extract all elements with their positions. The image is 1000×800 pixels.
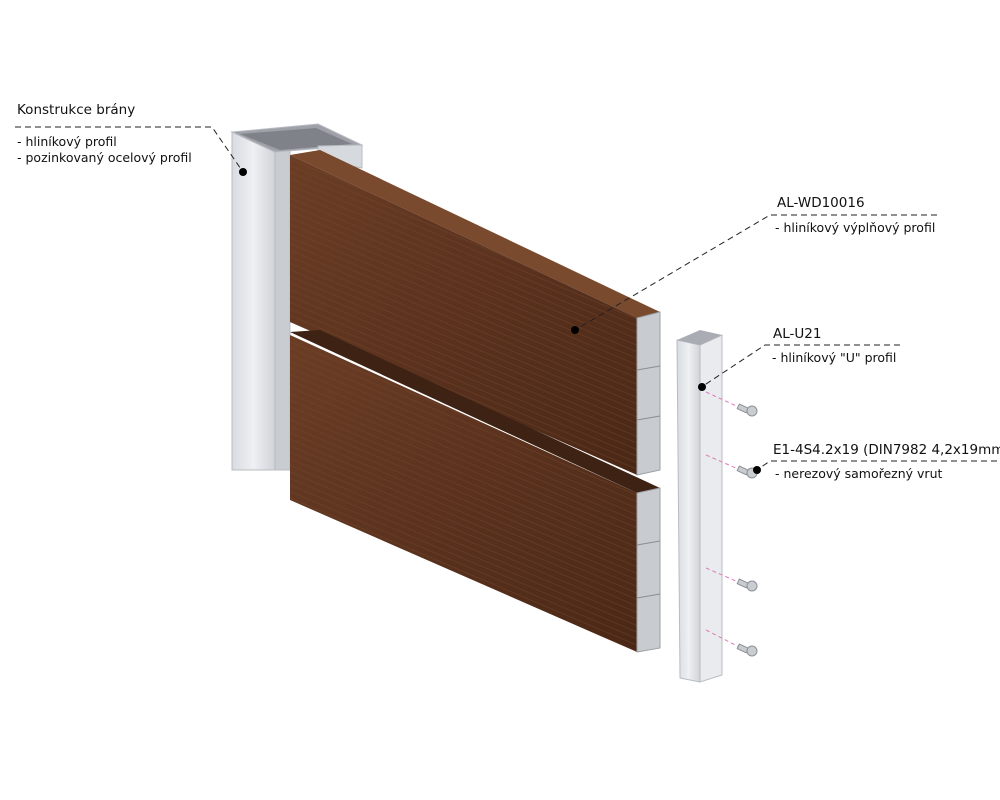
screw-icon [736, 465, 758, 479]
gate-callout-line: - pozinkovaný ocelový profil [17, 150, 192, 165]
uprofile-callout-line: - hliníkový "U" profil [772, 350, 897, 365]
callout-dot [698, 383, 706, 391]
u-profile [676, 330, 723, 683]
gate-frame-post [230, 123, 364, 471]
gate-callout-line: - hliníkový profil [17, 134, 117, 149]
leader-lines [15, 126, 997, 471]
infill-panel-lower [290, 330, 661, 653]
infill-callout-line: - hliníkový výplňový profil [775, 220, 936, 235]
screw-icon [736, 578, 758, 592]
callout-dot [571, 326, 579, 334]
screw-icon [736, 643, 758, 657]
infill-callout-title: AL-WD10016 [777, 195, 865, 211]
screw-icon [736, 403, 758, 417]
screw-callout-line: - nerezový samořezný vrut [775, 466, 943, 481]
uprofile-callout-title: AL-U21 [773, 326, 822, 342]
callout-dot [239, 168, 247, 176]
gate-callout-title: Konstrukce brány [17, 102, 136, 118]
callout-dot [753, 466, 761, 474]
screw-callout-title: E1-4S4.2x19 (DIN7982 4,2x19mm) [773, 442, 1000, 458]
infill-panel-upper [290, 150, 661, 476]
